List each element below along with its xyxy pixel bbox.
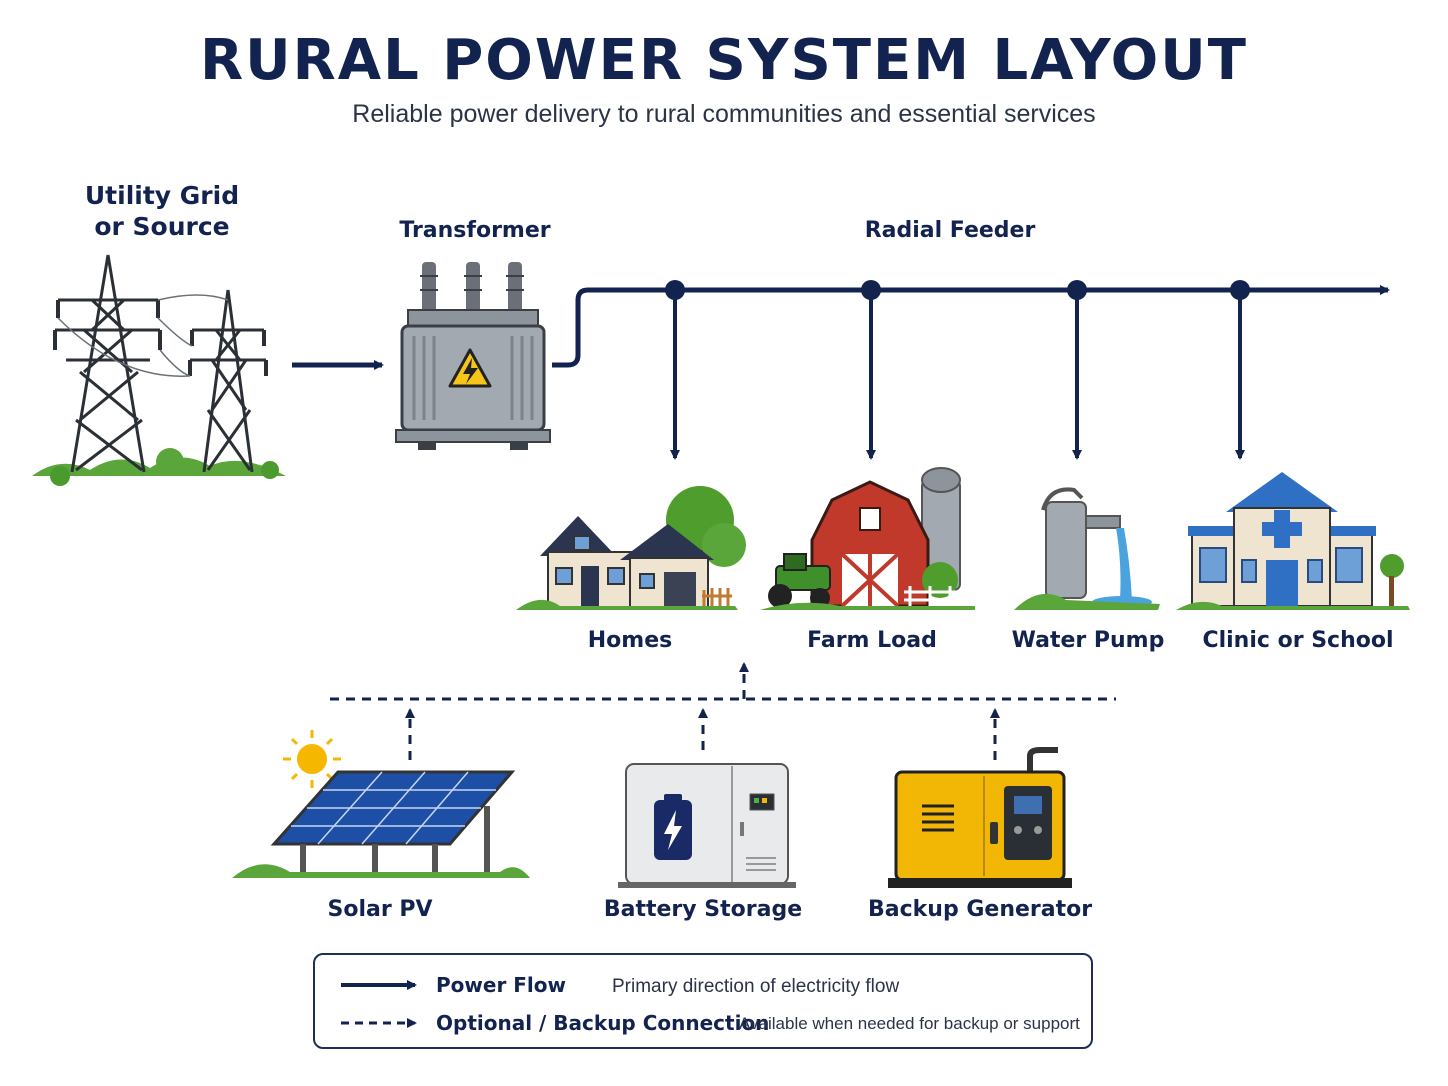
radial-feeder-line <box>552 285 1390 368</box>
legend-backup-desc: Available when needed for backup or supp… <box>739 1014 1080 1033</box>
legend-power-flow-title: Power Flow <box>436 973 566 997</box>
water-pump-icon <box>1014 487 1160 610</box>
backup-label-generator: Backup Generator <box>868 897 1093 922</box>
feeder-taps <box>665 280 1250 460</box>
load-label-farm: Farm Load <box>807 628 937 653</box>
legend: Power Flow Primary direction of electric… <box>313 953 1093 1049</box>
backup-generator-icon <box>888 747 1072 888</box>
load-label-clinic-school: Clinic or School <box>1202 628 1394 653</box>
backup-label-battery: Battery Storage <box>603 897 803 922</box>
farm-barn-icon <box>760 467 975 610</box>
solar-pv-icon <box>232 730 530 878</box>
load-label-water-pump: Water Pump <box>1011 628 1165 653</box>
homes-icon <box>516 486 746 610</box>
backup-label-solar: Solar PV <box>327 897 433 922</box>
clinic-school-icon <box>1176 472 1410 610</box>
transformer-label: Transformer <box>399 218 551 243</box>
battery-storage-icon <box>618 763 796 888</box>
legend-symbols <box>341 980 417 1028</box>
transformer-icon <box>395 262 551 450</box>
legend-power-flow-desc: Primary direction of electricity flow <box>612 976 900 997</box>
load-label-homes: Homes <box>587 628 673 653</box>
legend-backup-title: Optional / Backup Connection <box>436 1011 770 1035</box>
page-title: RURAL POWER SYSTEM LAYOUT <box>200 28 1248 93</box>
backup-connection-bus <box>330 662 1116 760</box>
page-subtitle: Reliable power delivery to rural communi… <box>352 100 1096 128</box>
utility-grid-towers-icon <box>32 254 286 486</box>
utility-grid-label: Utility Grid or Source <box>84 181 240 241</box>
radial-feeder-label: Radial Feeder <box>864 218 1036 243</box>
